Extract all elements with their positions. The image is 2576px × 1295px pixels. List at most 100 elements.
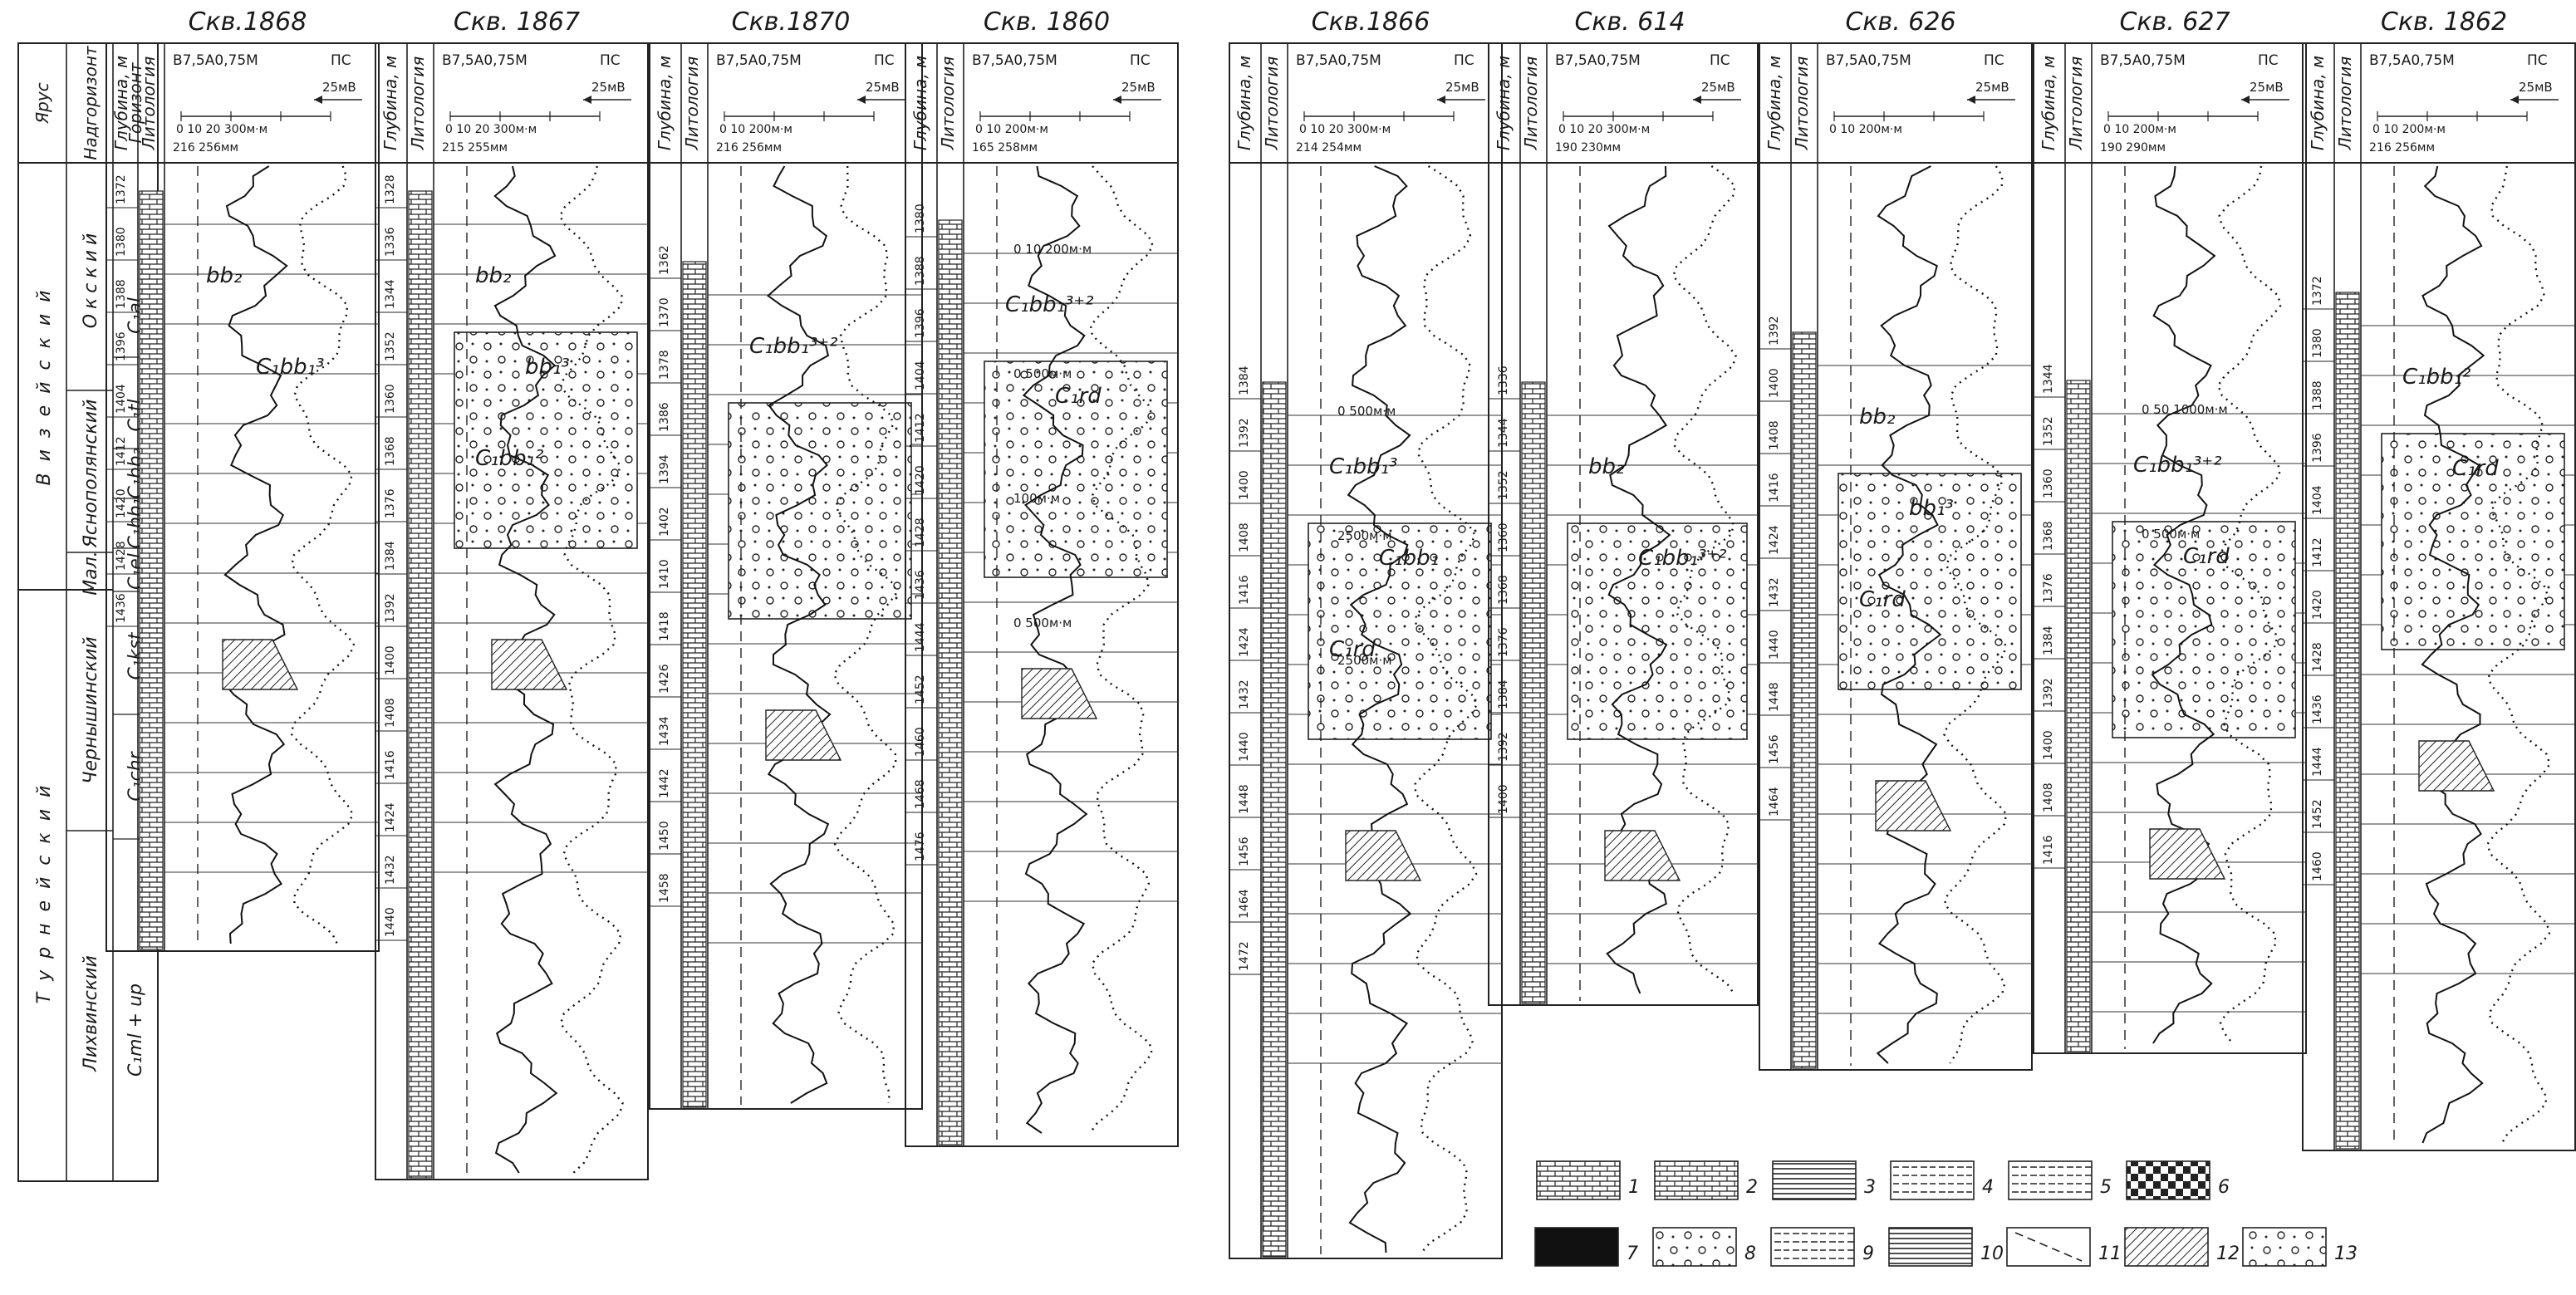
well-title: Скв. 1867 [454,7,580,37]
depth-tick: 1352 [1497,470,1510,500]
depth-tick: 1420 [914,465,927,495]
sp-curve [832,165,897,1104]
depth-tick: 1460 [2311,851,2324,881]
depth-tick: 1476 [914,831,927,861]
legend-label: 11 [2098,1243,2122,1264]
lithology-header: Литология [1521,56,1541,150]
depth-tick: 1404 [2311,485,2324,515]
reservoir-body [1838,473,2022,690]
unit-label: C₁bb₁³ [256,355,324,380]
resistivity-scale: 0 10 200м·м [1829,123,1902,136]
depth-tick: 1416 [2042,835,2055,865]
unit-label: bb₁³ [525,355,570,380]
resistivity-curve [1876,165,1942,1064]
stratigraphy-columns: Ярус Надгоризонт Горизонт Визейский Турн… [17,42,159,1182]
depth-tick: 1420 [2311,590,2324,620]
ps-label: ПС [600,52,621,69]
legend-label: 6 [2218,1177,2230,1198]
resistivity-scale: 0 10 20 300м·м [1299,123,1391,136]
well-title: Скв.1868 [189,7,307,37]
well-frame [1488,42,1759,1006]
lithology-column [938,219,963,1145]
depth-tick: 1412 [914,413,927,443]
header-horizon: Горизонт [125,61,145,143]
reservoir-body [984,361,1168,578]
legend-label: 8 [1744,1243,1756,1264]
curve-scale-mark: 0 500м·м [1013,616,1072,630]
reservoir-body [1308,522,1492,740]
depth-tick: 1384 [1238,365,1251,395]
depth-tick: 1392 [1768,316,1781,346]
legend-label: 12 [2216,1243,2240,1264]
depth-tick: 1464 [1238,889,1251,919]
depth-tick: 1380 [2311,328,2324,358]
depth-tick: 1428 [115,541,128,571]
depth-tick: 1424 [1238,627,1251,657]
mv-label: 25мВ [1121,80,1156,95]
depth-tick: 1452 [914,674,927,704]
depth-tick: 1444 [2311,747,2324,777]
depth-tick: 1440 [1238,732,1251,762]
depth-tick: 1456 [1238,836,1251,866]
caliper-scale: 216 256мм [716,141,782,155]
probe-label: B7,5A0,75M [716,52,802,69]
legend-swatch [1652,1227,1737,1267]
lithology-column [2335,292,2360,1150]
resistivity-curve [1347,165,1412,1253]
depth-header: Глубина, м [1234,56,1254,150]
probe-label: B7,5A0,75M [1826,52,1911,69]
hatched-anomaly [765,709,842,761]
depth-tick: 1344 [2042,364,2055,394]
depth-tick: 1404 [914,361,927,390]
depth-tick: 1464 [1768,787,1781,817]
lithology-column [139,190,164,950]
depth-tick: 1420 [115,488,128,518]
lithology-header: Литология [408,56,428,150]
caliper-scale: 216 256мм [2369,141,2435,155]
lithology-column [1521,381,1546,1004]
legend-swatch [2126,1160,2210,1200]
mv-label: 25мВ [591,80,626,95]
caliper-scale: 214 254мм [1296,141,1362,155]
depth-tick: 1436 [115,593,128,623]
depth-tick: 1428 [914,518,927,547]
probe-label: B7,5A0,75M [442,52,527,69]
depth-tick: 1408 [2042,782,2055,812]
ps-label: ПС [2527,52,2548,69]
depth-tick: 1360 [384,384,397,414]
curve-scale-mark: 100м·м [1013,491,1060,506]
depth-tick: 1360 [1497,522,1510,552]
reservoir-body [454,331,638,549]
well-title: Скв. 614 [1574,7,1685,37]
depth-tick: 1450 [658,821,671,851]
legend-label: 1 [1628,1177,1640,1198]
depth-tick: 1370 [658,297,671,327]
lithology-header: Литология [1262,56,1282,150]
probe-label: B7,5A0,75M [972,52,1057,69]
curve-scale-mark: 0 50 1000м·м [2142,402,2228,417]
depth-tick: 1444 [914,622,927,652]
depth-tick: 1368 [1497,575,1510,605]
probe-label: B7,5A0,75M [1296,52,1381,69]
depth-tick: 1392 [384,593,397,623]
unit-label: C₁rd [1055,384,1102,409]
unit-label: C₁bb₁³⁺² [2133,453,2222,478]
depth-tick: 1396 [115,331,128,361]
lithology-header: Литология [682,56,702,150]
unit-label: C₁rd [2452,456,2499,481]
well-title: Скв.1870 [732,7,851,37]
curve-scale-mark: 0 500м·м [1337,404,1396,419]
lithology-column [1792,331,1817,1069]
ps-label: ПС [2258,52,2279,69]
depth-tick: 1416 [1768,473,1781,503]
depth-tick: 1336 [384,227,397,257]
depth-tick: 1416 [1238,575,1251,605]
resistivity-curve [2151,165,2216,1044]
well-frame [2033,42,2307,1054]
sp-curve [1089,165,1155,1134]
lithology-column [2066,380,2091,1052]
sp-curve [2216,165,2282,1044]
reservoir-body [2112,521,2296,738]
